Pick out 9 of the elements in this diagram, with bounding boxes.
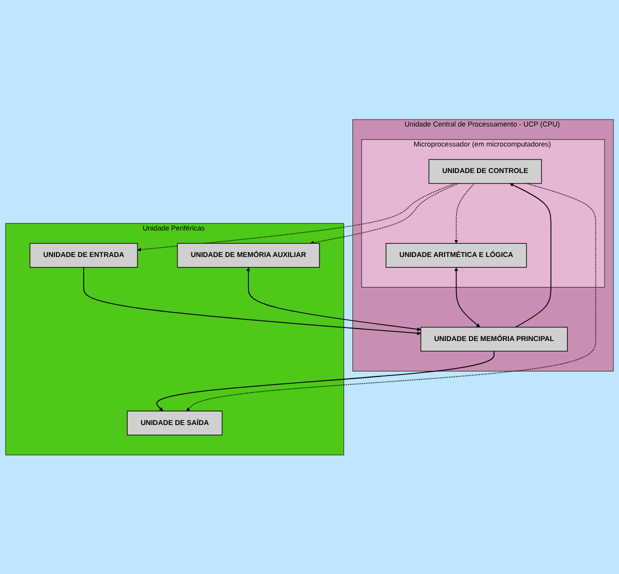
arrow [186, 182, 596, 411]
arrow [310, 182, 459, 244]
arrow [137, 182, 456, 252]
arrow [156, 350, 495, 411]
arrow [83, 266, 421, 335]
arrow [510, 182, 552, 328]
arrow [454, 182, 475, 244]
arrow [246, 267, 421, 331]
arrow [454, 267, 480, 328]
